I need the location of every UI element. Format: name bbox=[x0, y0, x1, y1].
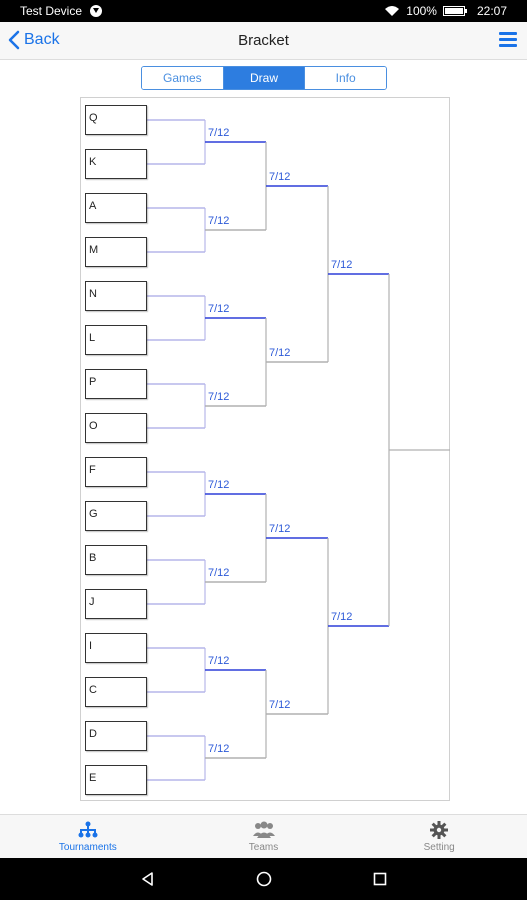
status-bar: Test Device 100% 22:07 bbox=[0, 0, 527, 22]
view-segmented-control: Games Draw Info bbox=[141, 66, 387, 90]
match-date-label[interactable]: 7/12 bbox=[269, 171, 291, 183]
tab-teams-label: Teams bbox=[248, 841, 279, 853]
bracket-lines bbox=[147, 119, 450, 781]
match-date-label[interactable]: 7/12 bbox=[208, 655, 230, 667]
team-slot[interactable]: F bbox=[85, 457, 147, 487]
team-slot[interactable]: G bbox=[85, 501, 147, 531]
match-date-label[interactable]: 7/12 bbox=[208, 303, 230, 315]
segment-games[interactable]: Games bbox=[142, 67, 224, 89]
tab-setting[interactable]: Setting bbox=[351, 815, 527, 858]
match-date-label[interactable]: 7/12 bbox=[208, 743, 230, 755]
tab-teams[interactable]: Teams bbox=[176, 815, 352, 858]
team-slot[interactable]: B bbox=[85, 545, 147, 575]
system-nav-bar bbox=[0, 858, 527, 900]
page-title: Bracket bbox=[238, 32, 289, 49]
nav-recents-icon[interactable] bbox=[370, 869, 390, 889]
team-slot[interactable]: Q bbox=[85, 105, 147, 135]
battery-percent: 100% bbox=[406, 4, 437, 18]
bottom-tab-bar: Tournaments Teams bbox=[0, 814, 527, 858]
chevron-left-icon bbox=[8, 30, 20, 50]
match-date-label[interactable]: 7/12 bbox=[269, 523, 291, 535]
download-icon bbox=[90, 5, 103, 17]
match-date-label[interactable]: 7/12 bbox=[331, 611, 353, 623]
back-button[interactable]: Back bbox=[8, 30, 60, 50]
tab-tournaments[interactable]: Tournaments bbox=[0, 815, 176, 858]
match-date-label[interactable]: 7/12 bbox=[269, 347, 291, 359]
match-date-label[interactable]: 7/12 bbox=[208, 127, 230, 139]
clock-time: 22:07 bbox=[476, 4, 507, 18]
tab-setting-label: Setting bbox=[423, 841, 455, 853]
team-slot[interactable]: O bbox=[85, 413, 147, 443]
team-slot[interactable]: A bbox=[85, 193, 147, 223]
app-bar: Back Bracket bbox=[0, 22, 527, 60]
match-date-label[interactable]: 7/12 bbox=[269, 699, 291, 711]
wifi-icon bbox=[385, 6, 400, 16]
nav-home-icon[interactable] bbox=[254, 869, 274, 889]
team-slot[interactable]: D bbox=[85, 721, 147, 751]
device-name: Test Device bbox=[20, 4, 83, 18]
match-date-label[interactable]: 7/12 bbox=[208, 391, 230, 403]
team-slot[interactable]: J bbox=[85, 589, 147, 619]
match-date-label[interactable]: 7/12 bbox=[331, 259, 353, 271]
nav-back-icon[interactable] bbox=[138, 869, 158, 889]
match-date-label[interactable]: 7/12 bbox=[208, 567, 230, 579]
tournament-tree-icon bbox=[78, 821, 98, 837]
team-slot[interactable]: C bbox=[85, 677, 147, 707]
team-slot[interactable]: N bbox=[85, 281, 147, 311]
match-date-label[interactable]: 7/12 bbox=[208, 479, 230, 491]
segment-draw[interactable]: Draw bbox=[223, 67, 306, 89]
team-slot[interactable]: I bbox=[85, 633, 147, 663]
back-label: Back bbox=[24, 31, 60, 48]
team-slot[interactable]: K bbox=[85, 149, 147, 179]
gear-icon bbox=[430, 820, 449, 839]
hamburger-menu-icon[interactable] bbox=[499, 32, 517, 48]
people-group-icon bbox=[252, 821, 275, 838]
match-date-label[interactable]: 7/12 bbox=[208, 215, 230, 227]
tab-tournaments-label: Tournaments bbox=[58, 841, 117, 853]
team-slot[interactable]: L bbox=[85, 325, 147, 355]
team-slot[interactable]: P bbox=[85, 369, 147, 399]
team-slot[interactable]: M bbox=[85, 237, 147, 267]
battery-icon bbox=[442, 6, 467, 16]
team-slot[interactable]: E bbox=[85, 765, 147, 795]
segment-info[interactable]: Info bbox=[305, 67, 386, 89]
